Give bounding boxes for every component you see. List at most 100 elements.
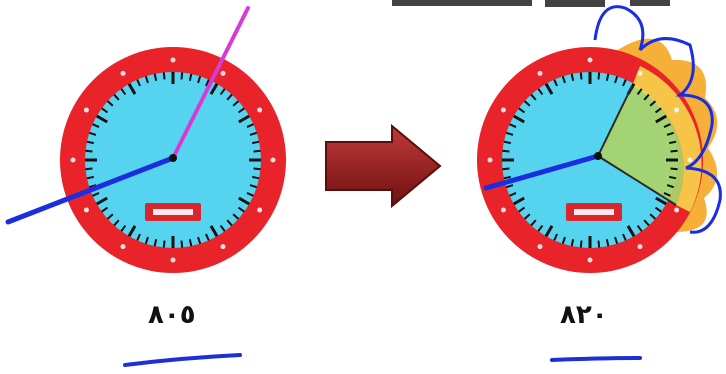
tick-mark (238, 196, 250, 206)
hour-dot (674, 207, 680, 213)
tick-mark (106, 213, 114, 220)
tick-mark (669, 175, 677, 180)
tick-mark (113, 93, 120, 101)
tick-mark (86, 140, 94, 145)
tick-mark (237, 107, 245, 114)
hour-dot (170, 257, 176, 263)
tick-mark (544, 83, 554, 95)
tick-mark (597, 72, 601, 80)
tick-mark (654, 107, 662, 114)
minute-hand (597, 85, 633, 157)
tick-mark (246, 192, 254, 197)
tick-mark (669, 140, 677, 145)
tick-mark (88, 184, 97, 189)
tick-mark (513, 114, 525, 124)
tick-mark (561, 236, 566, 245)
tick-mark (503, 175, 511, 180)
tick-mark (553, 79, 558, 87)
tick-mark (518, 206, 526, 213)
minute-ticks (502, 72, 678, 248)
hour-dot (674, 107, 680, 113)
tick-mark (523, 100, 531, 107)
tick-mark (219, 224, 226, 232)
tick-mark (144, 236, 149, 245)
tick-mark (96, 196, 108, 206)
digital-badge-text (574, 209, 614, 215)
hour-dot (270, 157, 276, 163)
minute-hand (171, 6, 250, 160)
tick-mark (655, 196, 667, 206)
digital-badge-text (153, 209, 193, 215)
hour-dot (637, 70, 643, 76)
tick-mark (197, 236, 202, 245)
tick-mark (622, 79, 627, 87)
tick-mark (579, 72, 583, 80)
tick-mark (219, 88, 226, 96)
angle-sector (598, 86, 684, 205)
hour-dot (687, 157, 693, 163)
tick-mark (544, 225, 554, 237)
tick-mark (180, 72, 184, 80)
tick-mark (636, 88, 643, 96)
tick-mark (649, 100, 657, 107)
tick-mark (127, 225, 137, 237)
tick-mark (502, 149, 510, 153)
tick-mark (144, 75, 149, 84)
tick-mark (237, 206, 245, 213)
tick-mark (649, 213, 657, 220)
tick-mark (226, 219, 233, 227)
tick-mark (92, 123, 100, 128)
tick-mark (249, 131, 258, 136)
top-cropped-text (392, 0, 670, 7)
tick-mark (232, 213, 240, 220)
tick-mark (636, 224, 643, 232)
tick-mark (120, 88, 127, 96)
hour-dot (637, 244, 643, 250)
right-arrow-icon (325, 123, 442, 209)
tick-mark (530, 93, 537, 101)
tick-mark (162, 72, 166, 80)
hour-dot (500, 107, 506, 113)
tick-mark (614, 75, 619, 84)
tick-mark (249, 184, 258, 189)
tick-mark (252, 140, 260, 145)
hour-dot (537, 70, 543, 76)
tick-mark (570, 239, 575, 247)
tick-mark (605, 239, 610, 247)
tick-mark (85, 149, 93, 153)
hour-dot (487, 157, 493, 163)
clock-right (477, 5, 722, 273)
hour-dot (220, 244, 226, 250)
minute-hand-end (597, 155, 677, 206)
tick-mark (188, 239, 193, 247)
tick-mark (101, 206, 109, 213)
hour-dot (120, 244, 126, 250)
hour-hand (5, 155, 176, 225)
hour-dot (257, 207, 263, 213)
tick-mark (502, 167, 510, 171)
tick-mark (162, 240, 166, 248)
clock-left (5, 6, 286, 273)
minute-ticks (85, 72, 261, 248)
tick-mark (153, 239, 158, 247)
tick-mark (205, 79, 210, 87)
tick-mark (205, 233, 210, 241)
tick-mark (252, 175, 260, 180)
tick-mark (209, 83, 219, 95)
tick-mark (232, 100, 240, 107)
tick-mark (253, 167, 261, 171)
underline-right (550, 356, 642, 362)
tick-mark (96, 114, 108, 124)
tick-mark (643, 219, 650, 227)
tick-mark (509, 192, 517, 197)
tick-mark (579, 240, 583, 248)
tick-mark (246, 123, 254, 128)
hour-dot (257, 107, 263, 113)
tick-mark (553, 233, 558, 241)
tick-mark (561, 75, 566, 84)
hour-dot (120, 70, 126, 76)
tick-mark (101, 107, 109, 114)
tick-mark (670, 149, 678, 153)
tick-mark (113, 219, 120, 227)
